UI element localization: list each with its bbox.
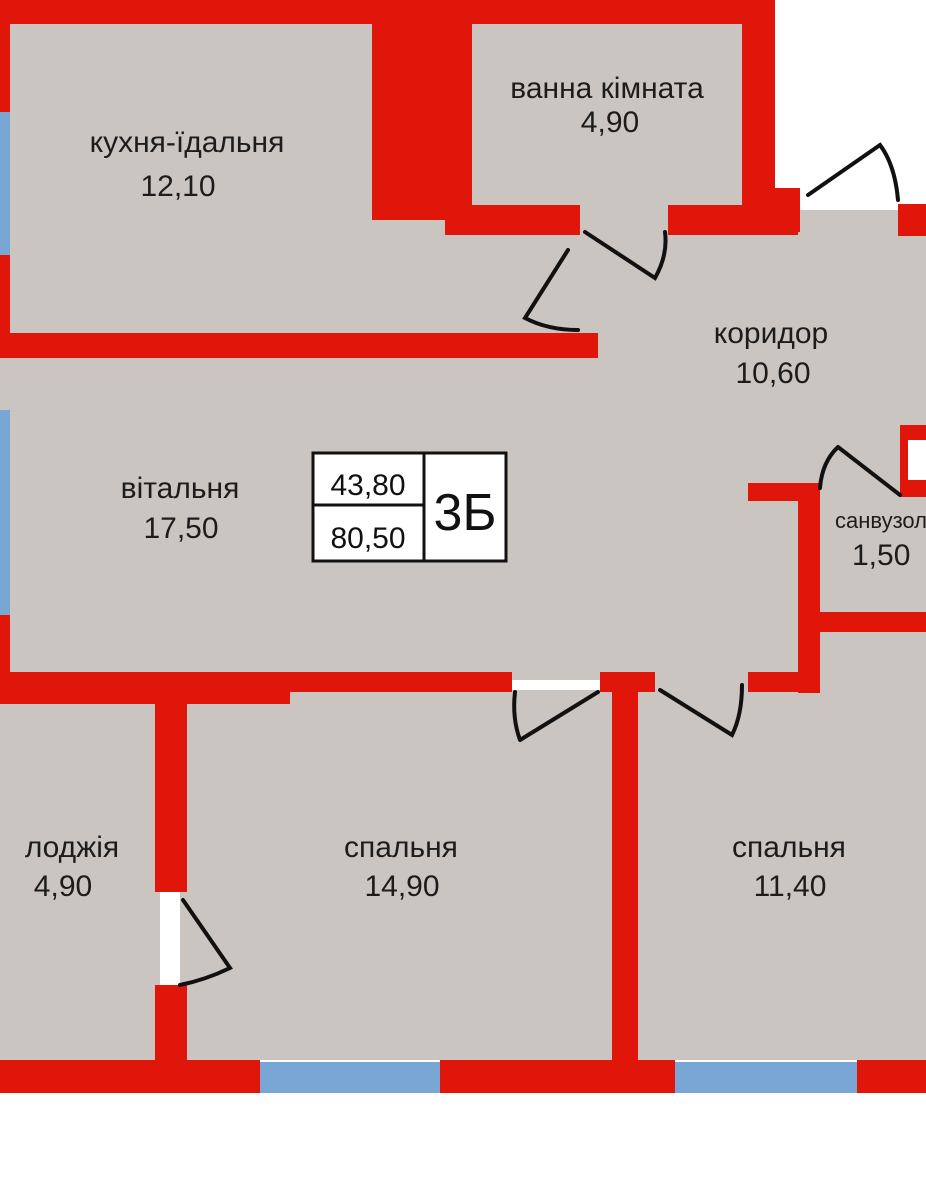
window-bedroom2	[675, 1062, 857, 1093]
floor-kitchen	[0, 22, 372, 340]
floor-bedroom2	[630, 680, 926, 1060]
apartment-code: 3Б	[433, 484, 496, 542]
total-area: 80,50	[330, 522, 405, 555]
loggia-name: лоджія	[25, 831, 119, 864]
corridor-area: 10,60	[735, 357, 810, 390]
floor-bedroom1	[180, 690, 620, 1060]
corridor-name: коридор	[714, 317, 828, 350]
wc-fixture	[908, 440, 926, 480]
wall-bottom-right	[857, 1060, 926, 1093]
floor-loggia	[0, 690, 160, 1060]
bedroom2-area: 11,40	[754, 870, 827, 903]
wall-wc-bottom	[815, 612, 926, 632]
wall-kitchen-living	[0, 333, 598, 358]
wall-loggia-upper	[155, 692, 187, 892]
room-labels: кухня-їдальня 12,10 ванна кімната 4,90 к…	[25, 72, 926, 903]
wc-name: санвузол	[835, 508, 926, 533]
kitchen-name: кухня-їдальня	[90, 126, 285, 159]
loggia-area: 4,90	[34, 870, 92, 903]
door-entry	[806, 142, 900, 202]
bathroom-area: 4,90	[581, 106, 639, 139]
door-bedroom2	[658, 683, 744, 738]
door-wc	[818, 445, 902, 497]
summary-frame	[311, 451, 508, 563]
wall-living-bottom-left	[0, 672, 290, 704]
wall-entry-stub-right	[898, 204, 926, 236]
bedroom1-name: спальня	[344, 831, 458, 864]
walls	[0, 0, 926, 1093]
floor-wc	[815, 495, 926, 620]
door-loggia	[178, 898, 233, 987]
wall-wc-left	[798, 483, 820, 693]
wall-loggia-lower	[155, 985, 187, 1065]
door-bedroom1	[512, 690, 600, 742]
wall-left-mid	[0, 255, 10, 355]
area-summary-box: 43,80 80,50 3Б	[311, 451, 508, 563]
wc-area: 1,50	[852, 539, 910, 572]
wall-entry-stub-left	[775, 188, 800, 232]
wall-bedroom2-top	[748, 672, 818, 692]
bedroom1-area: 14,90	[364, 870, 439, 903]
door-swings	[178, 142, 902, 987]
window-bedroom1	[260, 1062, 440, 1093]
bathroom-name: ванна кімната	[510, 72, 704, 105]
wall-kitchen-passage	[445, 205, 580, 235]
wall-bottom-left	[0, 1060, 260, 1093]
floor-bathroom	[472, 22, 744, 212]
door-bathroom	[583, 230, 668, 281]
window-kitchen	[0, 112, 10, 255]
wall-left-lower	[0, 615, 10, 695]
bedroom2-name: спальня	[732, 831, 846, 864]
wall-kitchen-bathroom	[372, 0, 472, 220]
wall-living-bottom-mid	[290, 672, 512, 692]
wall-left-upper	[0, 0, 10, 112]
living-area-total: 43,80	[330, 469, 405, 502]
wall-bedrooms-divider	[612, 680, 638, 1065]
living-area: 17,50	[143, 512, 218, 545]
living-name: вітальня	[121, 472, 240, 505]
windows	[0, 112, 857, 1093]
wall-bottom-mid	[440, 1060, 675, 1093]
wall-bathroom-right	[742, 0, 775, 220]
floor-kitchen-passage	[372, 220, 600, 340]
window-living	[0, 410, 10, 615]
door-kitchen	[522, 248, 580, 332]
kitchen-area: 12,10	[140, 170, 215, 203]
